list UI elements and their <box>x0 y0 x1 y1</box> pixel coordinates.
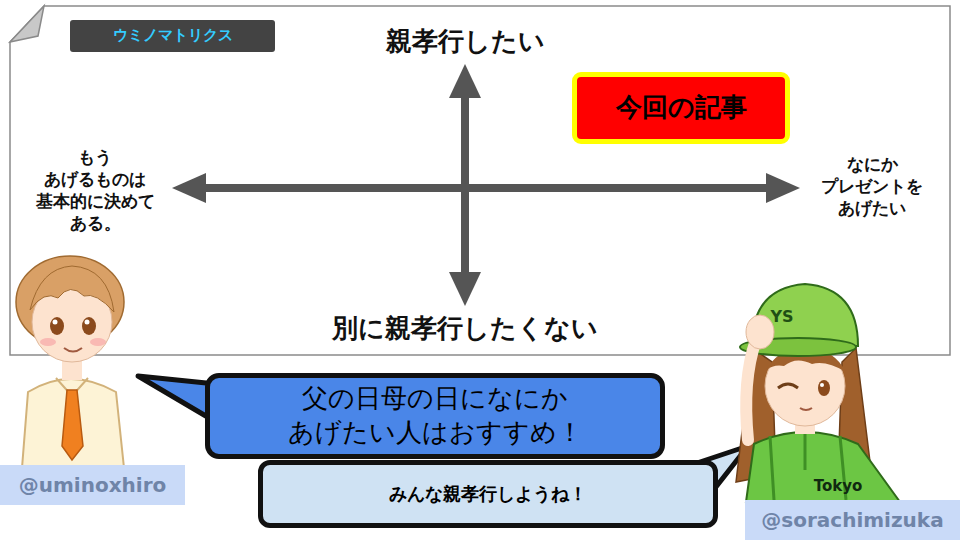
label-text: Tokyo <box>814 477 863 497</box>
arrow-head <box>172 173 206 203</box>
highlight-box: 今回の記事 <box>572 72 790 144</box>
handle-tag: @sorachimizuka <box>745 500 960 540</box>
eye-highlight <box>53 320 58 325</box>
shirt <box>22 379 124 468</box>
jersey-text: Tokyo <box>814 477 863 497</box>
blush <box>40 338 56 346</box>
handle-tag: @uminoxhiro <box>0 465 185 505</box>
arrow-head <box>449 64 481 98</box>
hand <box>746 315 774 349</box>
eye <box>50 317 64 335</box>
boy-character <box>16 256 124 468</box>
node-text: 今回の記事 <box>616 91 747 125</box>
axis-label: もう あげるものは 基本的に決めて ある。 <box>36 146 155 234</box>
fringe <box>30 266 114 312</box>
face <box>765 346 845 426</box>
winking-eye <box>778 384 798 388</box>
eye-highlight <box>820 383 824 387</box>
speech-bubble: みんな親孝行しようね！ <box>258 460 718 528</box>
node-text: @sorachimizuka <box>761 507 943 533</box>
axis-label: 親孝行したい <box>386 25 545 59</box>
matrix-title-tag: ウミノマトリクス <box>70 20 275 52</box>
arrow-head <box>449 272 481 306</box>
cap-logo: YS <box>770 307 793 328</box>
speech-bubble: 父の日母の日になにか あげたい人はおすすめ！ <box>205 373 665 459</box>
mouth <box>800 408 812 410</box>
arm <box>746 340 756 440</box>
node-text: みんな親孝行しようね！ <box>389 482 587 505</box>
axis-label: 別に親孝行したくない <box>332 312 598 346</box>
label-text: YS <box>770 307 793 328</box>
axis-label: なにか プレゼントを あげたい <box>821 153 923 219</box>
label-text: 別に親孝行したくない <box>332 312 598 346</box>
eye <box>818 380 830 396</box>
node-text: 父の日母の日になにか あげたい人はおすすめ！ <box>288 382 583 450</box>
label-text: 親孝行したい <box>386 25 545 59</box>
node-text: ウミノマトリクス <box>113 26 233 46</box>
label-text: なにか プレゼントを あげたい <box>821 153 923 219</box>
eye <box>82 317 96 335</box>
girl-character <box>736 284 900 502</box>
matrix-panel <box>10 6 950 355</box>
tie <box>62 390 83 460</box>
node-text: @uminoxhiro <box>19 472 167 498</box>
arrow-head <box>766 173 800 203</box>
blush <box>90 338 106 346</box>
eye-highlight <box>85 320 90 325</box>
folded-corner <box>10 6 44 42</box>
mouth <box>64 348 82 352</box>
label-text: もう あげるものは 基本的に決めて ある。 <box>36 146 155 234</box>
horizontal-axis <box>202 184 770 192</box>
